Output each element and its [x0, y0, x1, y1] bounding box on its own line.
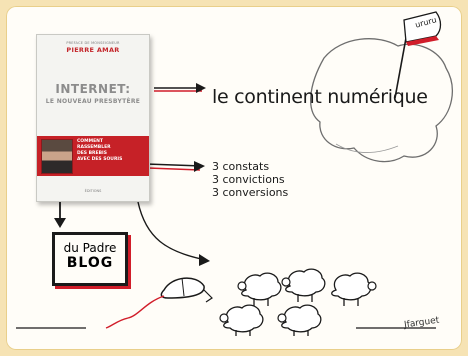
book-tagline-line: DES BREBIS [77, 151, 107, 156]
sheep-icon [331, 272, 377, 306]
book-publisher: ÉDITIONS [84, 189, 102, 193]
continent-label: le continent numérique [212, 86, 428, 108]
sheep-icon [219, 304, 264, 336]
flag-pole [394, 37, 407, 99]
author-photo [41, 139, 73, 174]
constats-item: 3 convictions [212, 173, 285, 186]
book-tagline-line: COMMENT [77, 139, 103, 144]
sheep-icon [237, 272, 282, 306]
computer-mouse-icon [105, 277, 213, 329]
constats-item: 3 conversions [212, 186, 289, 199]
sheep-icon [277, 304, 322, 336]
book-tagline: COMMENT RASSEMBLER DES BREBIS AVEC DES S… [77, 139, 147, 163]
arrow-to-constats [145, 163, 203, 167]
book-subtitle: LE NOUVEAU PRESBYTÈRE [45, 98, 141, 105]
sketch-layer [16, 11, 453, 336]
paper-sheet: PREFACE DE MONSEIGNEUR PIERRE AMAR INTER… [6, 6, 462, 350]
constats-item: 3 constats [212, 160, 270, 173]
blog-label-line1: du Padre [63, 241, 117, 255]
continent-island [309, 38, 453, 163]
book-tagline-line: AVEC DES SOURIS [77, 157, 123, 162]
book-tagline-line: RASSEMBLER [77, 145, 111, 150]
blog-label-line2: BLOG [66, 255, 114, 271]
sheep-icon [281, 268, 326, 302]
book-cover: PREFACE DE MONSEIGNEUR PIERRE AMAR INTER… [36, 34, 150, 202]
book-title: INTERNET: [55, 82, 131, 96]
flag [403, 11, 442, 43]
book-author-kicker: PREFACE DE MONSEIGNEUR [66, 41, 120, 45]
book-author: PIERRE AMAR [66, 46, 120, 54]
blog-box: du Padre BLOG [52, 232, 128, 286]
constats-list: 3 constats 3 convictions 3 conversions [212, 160, 288, 199]
arrow-to-field [137, 201, 207, 261]
